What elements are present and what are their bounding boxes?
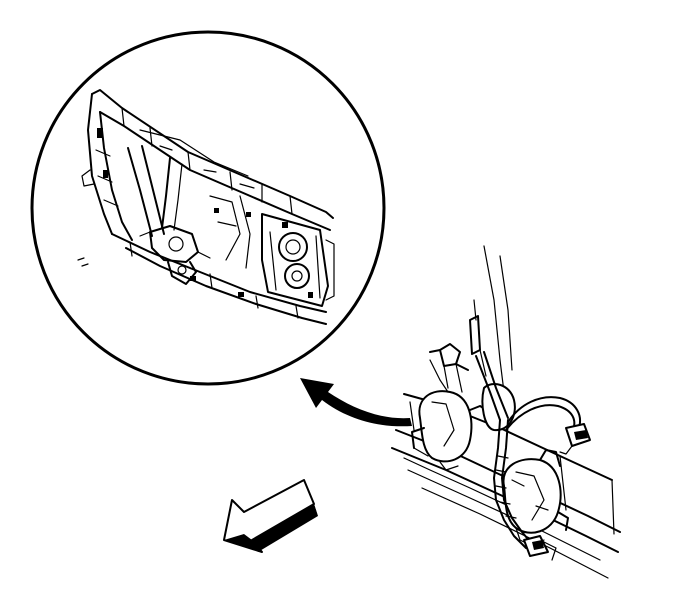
horn-bracket (429, 299, 487, 393)
wiring-harness (429, 351, 581, 549)
radiator-support-detail (30, 30, 386, 386)
front-of-vehicle-arrow (223, 479, 318, 553)
horn-assembly-upper (411, 383, 516, 471)
curved-arrow-icon (300, 378, 412, 427)
detail-callout-arrow (300, 378, 412, 427)
horn-assembly-lower (502, 449, 569, 547)
harness-clip (523, 535, 549, 557)
connector (559, 423, 591, 455)
